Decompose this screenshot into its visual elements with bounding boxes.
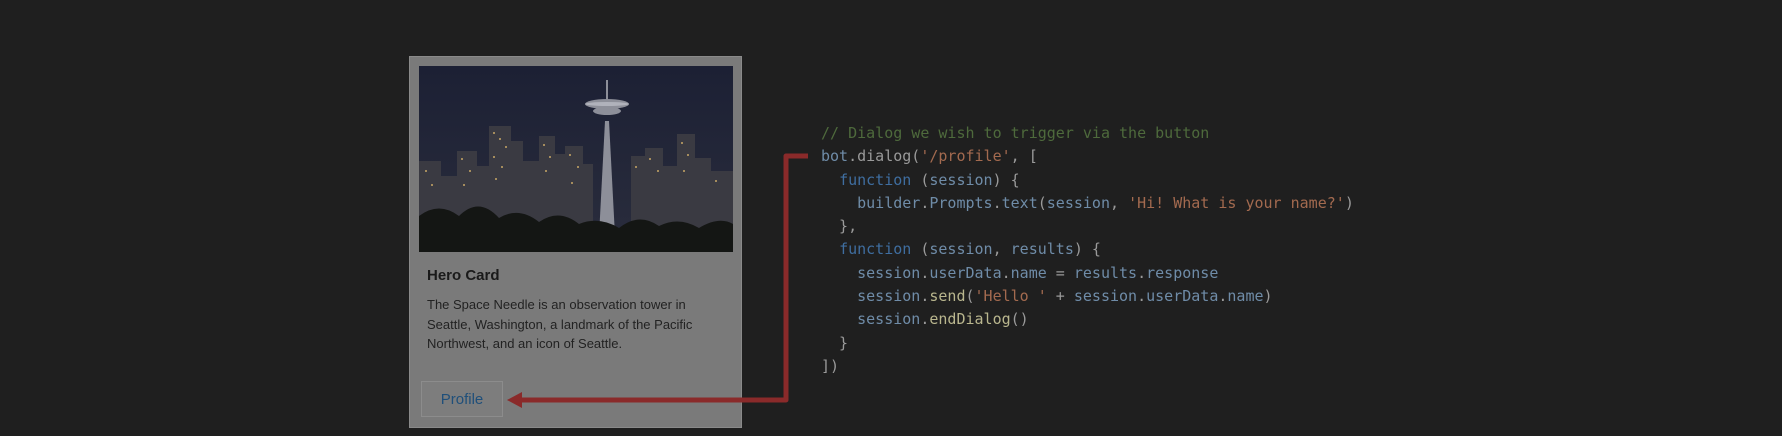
code-line: function (session, results) { [821,238,1354,261]
code-token: , [1110,193,1129,212]
code-line: bot.dialog('/profile', [ [821,145,1354,168]
code-line: function (session) { [821,169,1354,192]
code-token: name [1227,287,1264,306]
code-line: builder.Prompts.text(session, 'Hi! What … [821,192,1354,215]
code-token: results [1073,263,1138,282]
code-token: . [992,193,1002,212]
code-token: ) { [1073,240,1101,259]
profile-button[interactable]: Profile [421,381,503,417]
code-token: session [857,287,921,306]
code-token: endDialog [929,310,1011,329]
code-token: . [920,310,930,329]
hero-card: Hero Card The Space Needle is an observa… [409,56,742,428]
code-token: text [1001,193,1038,212]
card-description: The Space Needle is an observation tower… [427,297,693,351]
code-token: . [1137,287,1147,306]
code-token: .dialog( [848,147,921,166]
code-token: builder [857,193,921,212]
code-line: }, [821,215,1354,238]
code-token: session [857,310,921,329]
code-token: ( [911,170,930,189]
code-line: session.send('Hello ' + session.userData… [821,285,1354,308]
code-token: results [1010,240,1074,259]
code-token: }, [821,217,858,236]
code-token: userData [929,263,1002,282]
code-token: userData [1146,287,1219,306]
code-token: 'Hello ' [974,287,1047,306]
code-line: session.endDialog() [821,308,1354,331]
code-token: function [839,240,912,259]
code-line: session.userData.name = results.response [821,262,1354,285]
code-token: . [1137,263,1147,282]
card-title: Hero Card [427,267,500,284]
code-token [821,264,857,282]
code-token: bot [821,147,849,166]
code-token: session [929,240,993,259]
code-token: . [920,287,930,306]
code-token: session [857,263,921,282]
code-token: // Dialog we wish to trigger via the but… [821,124,1210,142]
code-token [821,287,857,305]
code-token: = [1046,263,1074,282]
code-token: session [929,170,993,189]
code-token: 'Hi! What is your name?' [1128,193,1345,212]
code-token [821,194,857,212]
code-token: ( [1037,193,1047,212]
code-token: ) [1263,287,1273,306]
code-token: session [1046,193,1110,212]
code-token: , [ [1010,147,1038,166]
code-line: // Dialog we wish to trigger via the but… [821,122,1354,145]
code-token: , [992,240,1011,259]
profile-button-label: Profile [440,390,484,408]
code-token: Prompts [929,193,993,212]
code-token: ]) [821,356,840,375]
code-line: } [821,332,1354,355]
code-token: send [929,287,966,306]
code-token: () [1010,310,1029,329]
code-token: ) { [992,170,1020,189]
code-token: session [1073,287,1138,306]
code-token: name [1010,263,1047,282]
code-token: function [839,170,912,189]
code-token: '/profile' [920,147,1011,166]
code-token [821,310,857,328]
skyline-svg [419,66,733,252]
code-token: response [1146,263,1219,282]
code-token: . [920,263,930,282]
seattle-skyline-image [419,66,733,252]
code-token: . [920,193,930,212]
code-token: + [1046,287,1074,306]
code-token: ( [965,287,975,306]
code-token: . [1001,263,1011,282]
code-token: } [821,333,849,352]
code-token: ) [1344,193,1354,212]
code-token: . [1218,287,1228,306]
code-block: // Dialog we wish to trigger via the but… [821,122,1354,378]
code-token [821,171,839,189]
code-token [821,240,839,258]
code-line: ]) [821,355,1354,378]
code-token: ( [911,240,930,259]
